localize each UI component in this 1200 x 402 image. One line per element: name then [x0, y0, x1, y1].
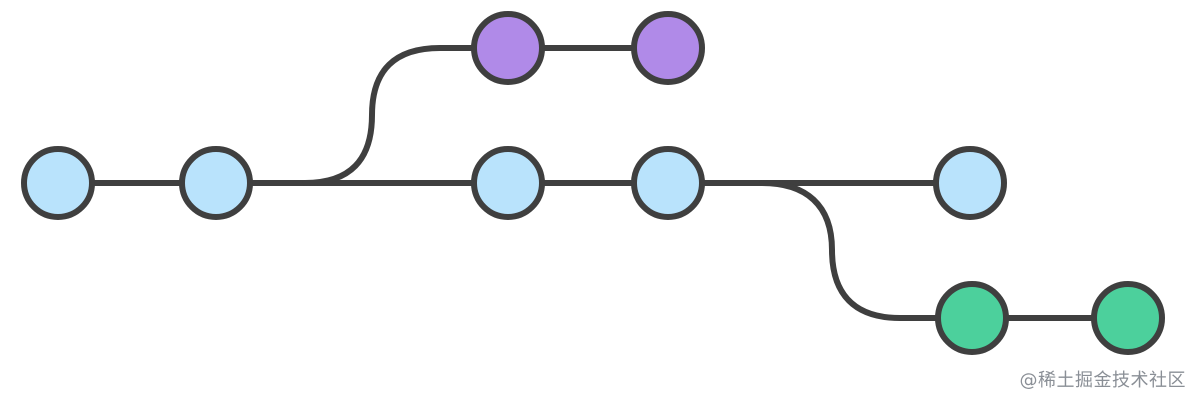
purple-branch-curve: [302, 45, 511, 186]
watermark-text: @稀土掘金技术社区: [1019, 370, 1186, 391]
commit-node-main-2: [179, 146, 253, 220]
commit-node-main-1: [21, 146, 95, 220]
commit-node-feature-green-1: [935, 281, 1009, 355]
commit-nodes: [21, 11, 1165, 355]
commit-node-main-5: [933, 146, 1007, 220]
commit-node-feature-green-2: [1091, 281, 1165, 355]
commit-node-feature-purple-1: [471, 11, 545, 85]
commit-node-main-3: [471, 146, 545, 220]
commit-node-main-4: [631, 146, 705, 220]
cropped-caption-strip: [0, 394, 1200, 402]
commit-node-feature-purple-2: [631, 11, 705, 85]
green-branch-curve: [759, 180, 975, 321]
